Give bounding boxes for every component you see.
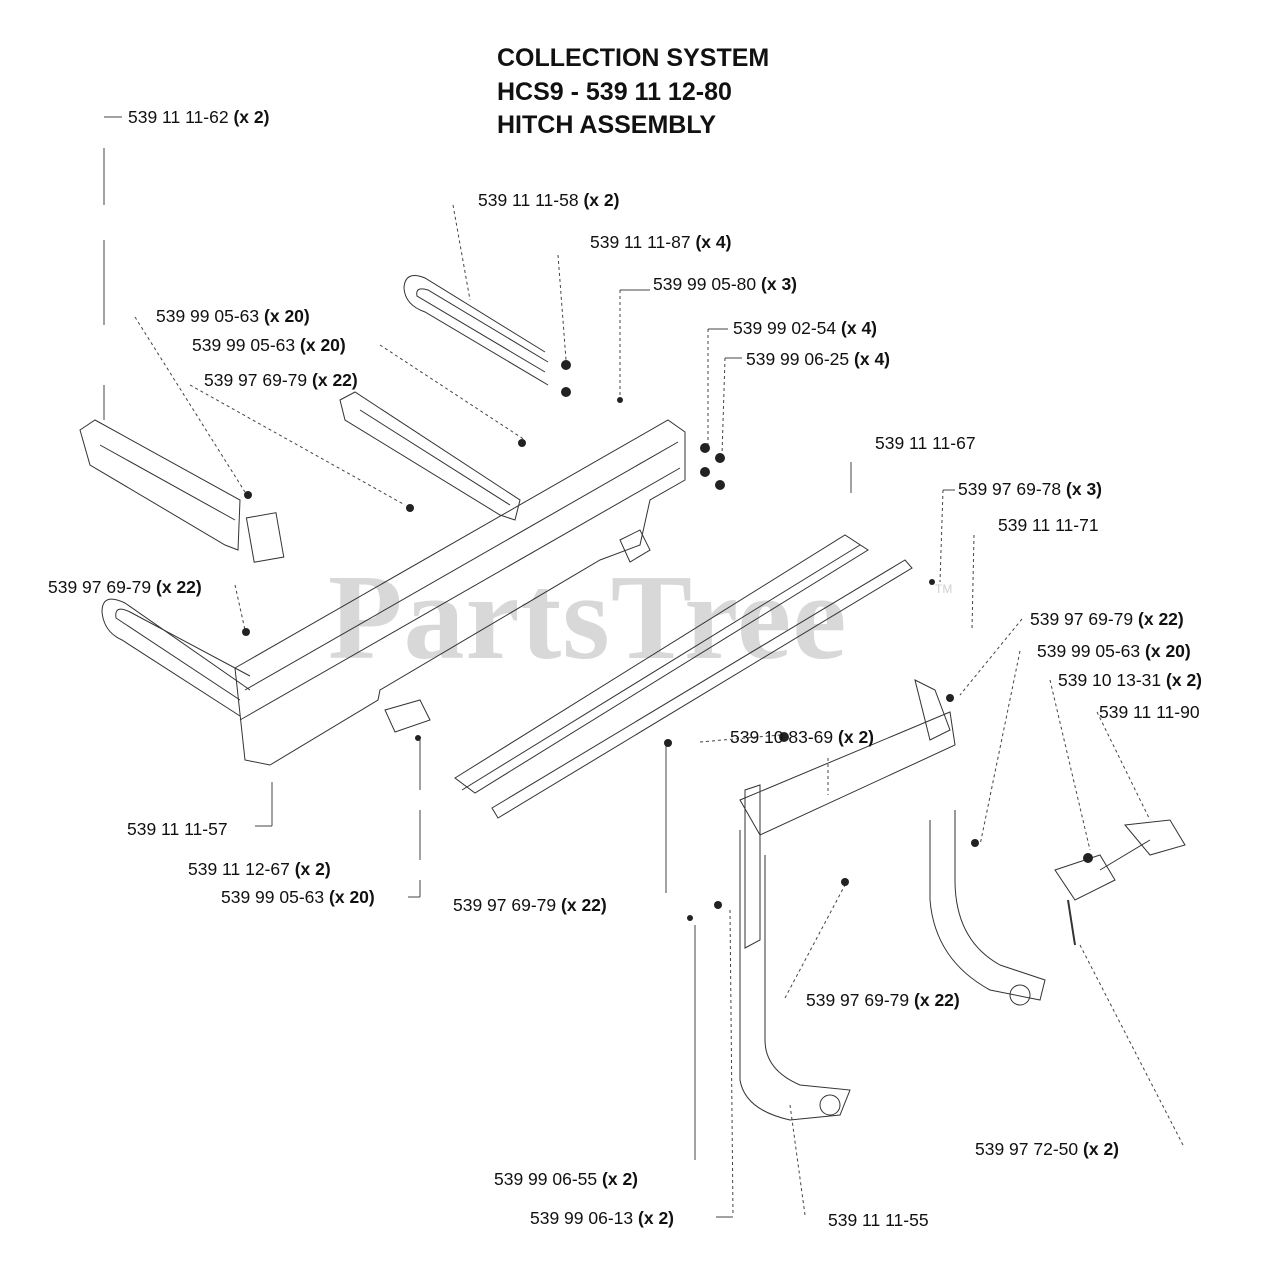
callout-label: 539 97 72-50 (x 2) (975, 1139, 1120, 1159)
callout-label: 539 11 11-55 (828, 1210, 929, 1230)
hitch-frame (739, 679, 1046, 1121)
callout-label: 539 99 06-55 (x 2) (494, 1169, 639, 1189)
callout-label: 539 99 05-80 (x 3) (653, 274, 798, 294)
callout-label: 539 99 05-63 (x 20) (221, 887, 375, 907)
diagram-title-line2: HCS9 - 539 11 12-80 (497, 78, 732, 106)
hardware-fasteners (242, 360, 1093, 921)
hitch-plate (1054, 819, 1186, 946)
bracket-center (619, 529, 651, 563)
rear-frame-arm-left (79, 419, 285, 563)
callout-label: 539 11 11-71 (998, 515, 1099, 535)
callout-label: 539 11 11-67 (875, 433, 976, 453)
callout-label: 539 97 69-79 (x 22) (806, 990, 960, 1010)
tow-handle-lower (101, 598, 251, 717)
rear-frame-arm-right (339, 391, 521, 521)
callout-label: 539 99 05-63 (x 20) (192, 335, 346, 355)
callout-label: 539 97 69-78 (x 3) (958, 479, 1103, 499)
callout-label: 539 10 83-69 (x 2) (730, 727, 875, 747)
angle-bar-lower (491, 559, 913, 819)
callout-label: 539 11 11-62 (x 2) (128, 107, 270, 127)
callout-label: 539 11 11-90 (1099, 702, 1200, 722)
callout-label: 539 11 12-67 (x 2) (188, 859, 331, 879)
callout-label: 539 97 69-79 (x 22) (1030, 609, 1184, 629)
watermark-trademark: TM (935, 582, 953, 596)
callout-label: 539 11 11-58 (x 2) (478, 190, 620, 210)
callout-label: 539 11 11-87 (x 4) (590, 232, 732, 252)
leader-lines (103, 116, 1184, 1218)
callout-label: 539 97 69-79 (x 22) (453, 895, 607, 915)
callout-label: 539 97 69-79 (x 22) (48, 577, 202, 597)
main-crossbar (234, 419, 686, 766)
callout-label: 539 99 05-63 (x 20) (156, 306, 310, 326)
angle-bar-upper (454, 534, 869, 794)
callout-label: 539 99 06-25 (x 4) (746, 349, 891, 369)
callout-label: 539 99 06-13 (x 2) (530, 1208, 675, 1228)
diagram-title-line3: HITCH ASSEMBLY (497, 111, 717, 139)
bracket-lower (384, 699, 431, 733)
callout-label: 539 11 11-57 (127, 819, 228, 839)
tow-handle-upper (403, 275, 549, 386)
diagram-title-line1: COLLECTION SYSTEM (497, 44, 770, 72)
callout-label: 539 99 02-54 (x 4) (733, 318, 878, 338)
callout-label: 539 10 13-31 (x 2) (1058, 670, 1203, 690)
callout-label: 539 99 05-63 (x 20) (1037, 641, 1191, 661)
callout-label: 539 97 69-79 (x 22) (204, 370, 358, 390)
watermark: PartsTree (328, 550, 848, 685)
